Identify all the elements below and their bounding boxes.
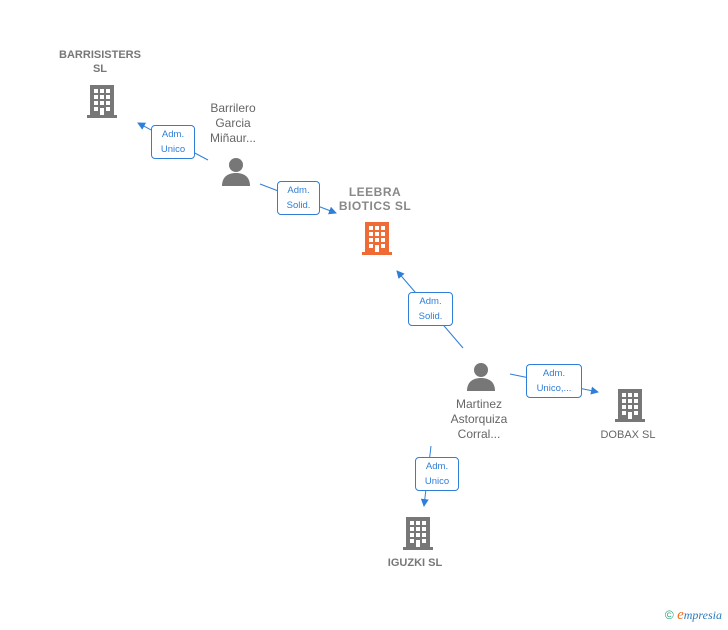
person-name-line: Barrilero [210,101,256,115]
company-leebra-label[interactable]: LEEBRA BIOTICS SL [318,185,432,213]
company-dobax-label[interactable]: DOBAX SL [600,429,656,441]
edge-label-line: Unico [160,144,186,155]
edge-label-line: Adm. [161,129,185,140]
edge-label-line: Unico [424,476,450,487]
building-icon[interactable] [86,83,118,119]
copyright-empresia: © empresia [665,607,722,624]
company-name-line: BARRISISTERS [59,49,141,61]
company-name-line: SL [92,63,108,75]
person-name-line: Miñaur... [209,131,257,145]
edge-label-line: Unico,... [536,383,572,394]
edge-label-line: Solid. [286,200,311,211]
company-name-line: BIOTICS SL [338,199,412,213]
person-name-line: Corral... [457,427,501,441]
edge-label-line: Adm. [419,296,442,307]
edge-label-adm-solid[interactable]: Adm. Solid. [408,292,453,326]
building-icon[interactable] [614,387,646,423]
person-barrilero-label[interactable]: Barrilero Garcia Miñaur... [193,101,273,146]
edge-label-line: Adm. [542,368,566,379]
person-name-line: Astorquiza [450,412,508,426]
company-barrisisters-label[interactable]: BARRISISTERS SL [40,48,160,76]
person-icon[interactable] [221,156,251,186]
edge-label-line: Adm. [425,461,449,472]
edge-label-adm-unico[interactable]: Adm. Unico [415,457,459,491]
edge-label-adm-unico[interactable]: Adm. Unico,... [526,364,582,398]
empresia-logo-e: e [677,607,684,623]
person-name-line: Garcia [215,116,251,130]
person-name-line: Martinez [455,397,502,411]
company-name-line: LEEBRA [348,185,402,199]
building-icon-main[interactable] [361,220,393,256]
person-martinez-label[interactable]: Martinez Astorquiza Corral... [434,397,524,442]
copyright-symbol: © [664,608,674,622]
empresia-logo-text: mpresia [683,608,722,622]
edge-label-line: Solid. [418,311,443,322]
edge-label-adm-unico[interactable]: Adm. Unico [151,125,195,159]
company-iguzki-label[interactable]: IGUZKI SL [387,557,443,569]
person-icon[interactable] [466,361,496,391]
empresia-logo: empresia [677,607,722,623]
edge-label-line: Adm. [287,185,310,196]
building-icon[interactable] [402,515,434,551]
edge-label-adm-solid[interactable]: Adm. Solid. [277,181,320,215]
